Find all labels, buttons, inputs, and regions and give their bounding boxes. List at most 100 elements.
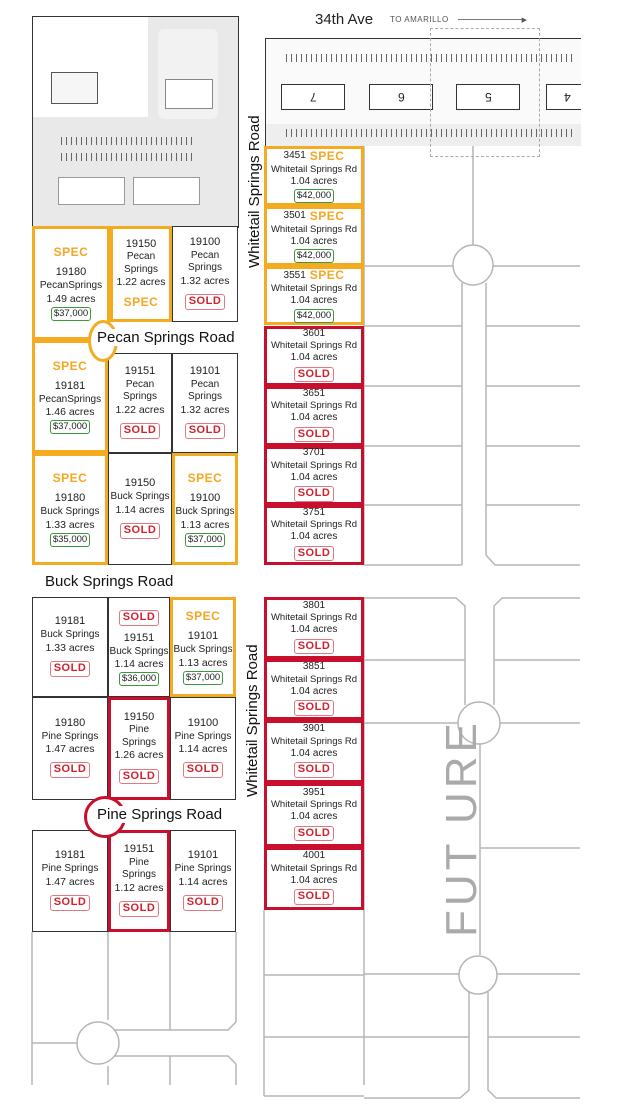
lot-street: PecanSprings [39, 280, 103, 292]
lot-street: Whitetail Springs Rd [270, 862, 358, 874]
lot-number: 19100 [189, 492, 221, 505]
spec-badge: SPEC [53, 245, 89, 260]
spec-badge: SPEC [52, 358, 88, 373]
lot-number: 3651 [302, 387, 326, 399]
lot-acres: 1.04 acres [290, 471, 338, 483]
lot-acres: 1.22 acres [116, 276, 166, 289]
lot-number: 3951 [302, 786, 326, 798]
lot-number: 19150 [123, 710, 155, 723]
lot-price: $36,000 [118, 672, 160, 686]
arrow-right-icon: ▶ [458, 17, 527, 24]
lot-acres: 1.04 acres [290, 531, 338, 543]
lot-price: $42,000 [293, 189, 335, 204]
lot-acres: 1.14 acres [114, 658, 164, 670]
sold-badge: SOLD [293, 700, 335, 716]
lot-number: 19101 [187, 849, 219, 862]
street-label-whitetail-upper: Whitetail Springs Road [246, 115, 263, 268]
lot-number: 3801 [302, 599, 326, 611]
lot-street: Pine Springs [122, 856, 156, 881]
lot-acres: 1.33 acres [45, 641, 95, 654]
lot-acres: 1.32 acres [180, 274, 230, 287]
lot-street: Whitetail Springs Rd [270, 163, 358, 175]
parking-stripes [61, 153, 196, 161]
site-plan-buildings: 7 6 5 4 [265, 38, 581, 146]
spec-badge: SPEC [309, 148, 345, 163]
lot-price: $35,000 [49, 532, 91, 547]
lot-street: PecanSprings [38, 393, 102, 405]
lot-acres: 1.12 acres [114, 881, 164, 894]
site-plan-building [51, 72, 98, 104]
sold-badge: SOLD [118, 901, 160, 917]
lot-street: Pine Springs [41, 730, 99, 742]
lot-price: $37,000 [182, 670, 224, 685]
building-6: 6 [369, 84, 433, 110]
street-label-whitetail-lower: Whitetail Springs Road [244, 644, 261, 797]
lot-acres: 1.13 acres [180, 518, 230, 531]
lot-number-row: 3751 [303, 507, 325, 520]
lot-street: Pecan Springs [188, 249, 222, 274]
lot-price: $37,000 [50, 306, 92, 321]
lot-number-row: 3951 [303, 787, 325, 800]
lot-street: Whitetail Springs Rd [270, 612, 358, 624]
lot-number: 19180 [55, 266, 87, 279]
direction-label: TO AMARILLO [390, 15, 449, 24]
building-4: 4 [546, 84, 581, 110]
spec-badge: SPEC [309, 268, 345, 283]
street-label-pecan: Pecan Springs Road [95, 329, 237, 346]
lot-number: 3601 [302, 327, 326, 339]
lot-number: 3901 [302, 723, 326, 735]
site-plan-commercial [32, 16, 239, 228]
lot-street: Whitetail Springs Rd [270, 799, 358, 811]
lot-street: Whitetail Springs Rd [270, 223, 358, 235]
lot-street: Pine Springs [174, 863, 232, 875]
sold-badge: SOLD [293, 762, 335, 778]
lot-street: Pecan Springs [123, 378, 157, 403]
lot-number: 19180 [54, 716, 86, 729]
lot-acres: 1.49 acres [46, 292, 96, 305]
lot-number: 19181 [54, 849, 86, 862]
sold-badge: SOLD [182, 894, 224, 911]
lot-acres: 1.04 acres [290, 747, 338, 759]
spec-badge: SPEC [309, 208, 345, 223]
sold-badge: SOLD [119, 423, 161, 439]
lot-number: 3851 [302, 661, 326, 673]
lot-acres: 1.04 acres [290, 352, 338, 364]
lot-number-row: 3901 [303, 723, 325, 736]
lot-number: 3501 [283, 210, 306, 222]
sold-badge: SOLD [293, 889, 335, 905]
lot-number: 4001 [302, 850, 326, 862]
lot-street: Pine Springs [122, 724, 156, 748]
sold-badge: SOLD [293, 486, 335, 502]
lot-acres: 1.47 acres [45, 875, 95, 888]
lot-acres: 1.04 acres [290, 235, 338, 247]
